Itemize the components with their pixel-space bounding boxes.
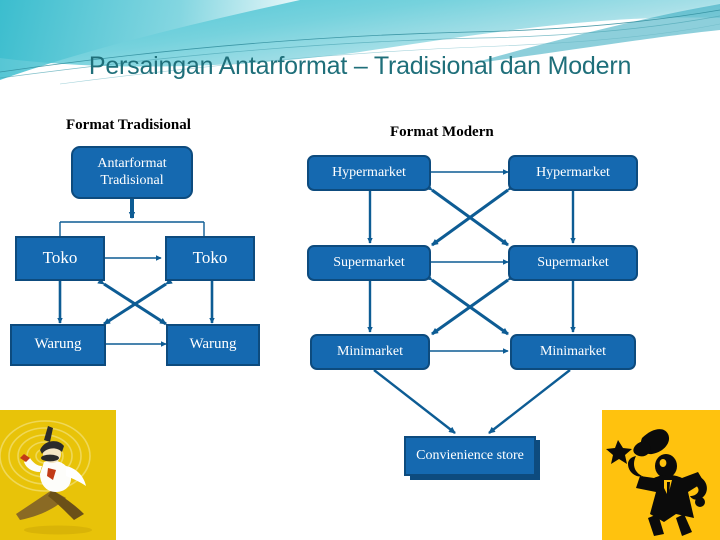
page-title: Persaingan Antarformat – Tradisional dan…	[88, 52, 632, 80]
node-label: Supermarket	[333, 254, 405, 270]
node-label: Antarformat Tradisional	[97, 155, 167, 188]
banner-wave-graphic	[0, 0, 720, 85]
running-businessman-clipart	[0, 410, 116, 540]
node-convienience-store[interactable]: Convienience store	[404, 436, 536, 476]
node-hypermarket-left[interactable]: Hypermarket	[307, 155, 431, 191]
node-label: Minimarket	[336, 343, 404, 359]
node-supermarket-left[interactable]: Supermarket	[307, 245, 431, 281]
megaphone-announcer-graphic	[602, 410, 720, 540]
node-label: Toko	[42, 248, 78, 268]
header-banner-decoration	[0, 0, 720, 98]
node-label: Warung	[34, 336, 82, 353]
node-warung-left[interactable]: Warung	[10, 324, 106, 366]
node-toko-right[interactable]: Toko	[165, 236, 255, 281]
node-label: Hypermarket	[536, 164, 610, 180]
node-minimarket-left[interactable]: Minimarket	[310, 334, 430, 370]
node-supermarket-right[interactable]: Supermarket	[508, 245, 638, 281]
node-label: Toko	[192, 248, 228, 268]
running-businessman-graphic	[0, 410, 116, 540]
node-label: Supermarket	[537, 254, 609, 270]
node-label: Warung	[189, 336, 237, 353]
node-warung-right[interactable]: Warung	[166, 324, 260, 366]
megaphone-announcer-clipart	[602, 410, 720, 540]
section-caption-traditional: Format Tradisional	[66, 117, 191, 133]
node-antarformat-tradisional[interactable]: Antarformat Tradisional	[71, 146, 193, 199]
node-minimarket-right[interactable]: Minimarket	[510, 334, 636, 370]
node-toko-left[interactable]: Toko	[15, 236, 105, 281]
node-label: Convienience store	[416, 447, 524, 463]
section-caption-modern: Format Modern	[390, 124, 494, 140]
node-label: Hypermarket	[332, 164, 406, 180]
node-hypermarket-right[interactable]: Hypermarket	[508, 155, 638, 191]
node-label: Minimarket	[539, 343, 607, 359]
